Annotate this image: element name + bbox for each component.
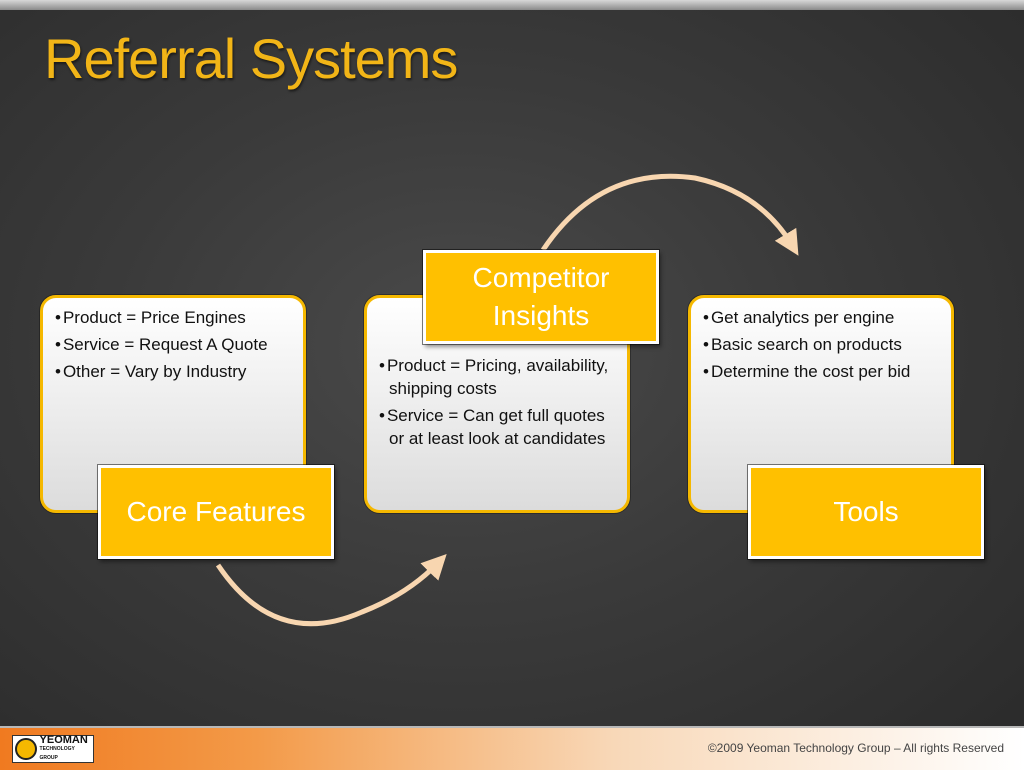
bullet-item: Other = Vary by Industry <box>55 360 293 383</box>
bullet-item: Get analytics per engine <box>703 306 941 329</box>
logo-name: YEOMAN <box>39 733 88 746</box>
yeoman-logo-icon <box>15 738 37 760</box>
footer-bar: YEOMAN TECHNOLOGY GROUP ©2009 Yeoman Tec… <box>0 726 1024 770</box>
tools-bullets: Get analytics per engine Basic search on… <box>703 306 941 383</box>
arrow-competitor-to-tools <box>540 173 799 256</box>
bullet-item: Product = Pricing, availability, shippin… <box>379 354 617 400</box>
bullet-item: Basic search on products <box>703 333 941 356</box>
bullet-item: Determine the cost per bid <box>703 360 941 383</box>
bullet-item: Service = Request A Quote <box>55 333 293 356</box>
competitor-insights-bullets: Product = Pricing, availability, shippin… <box>379 354 617 450</box>
label-competitor-insights: Competitor Insights <box>423 250 659 344</box>
bullet-item: Product = Price Engines <box>55 306 293 329</box>
company-logo: YEOMAN TECHNOLOGY GROUP <box>12 733 94 763</box>
top-strip <box>0 0 1024 10</box>
logo-subtitle: TECHNOLOGY GROUP <box>39 745 75 761</box>
copyright-notice: ©2009 Yeoman Technology Group – All righ… <box>707 741 1004 755</box>
slide-title: Referral Systems <box>44 27 458 90</box>
panel-core-features: Product = Price Engines Service = Reques… <box>40 295 306 513</box>
label-tools: Tools <box>748 465 984 559</box>
bullet-item: Service = Can get full quotes or at leas… <box>379 404 617 450</box>
core-features-bullets: Product = Price Engines Service = Reques… <box>55 306 293 383</box>
arrow-core-to-competitor <box>215 554 447 627</box>
label-core-features: Core Features <box>98 465 334 559</box>
logo-text: YEOMAN TECHNOLOGY GROUP <box>39 733 93 763</box>
